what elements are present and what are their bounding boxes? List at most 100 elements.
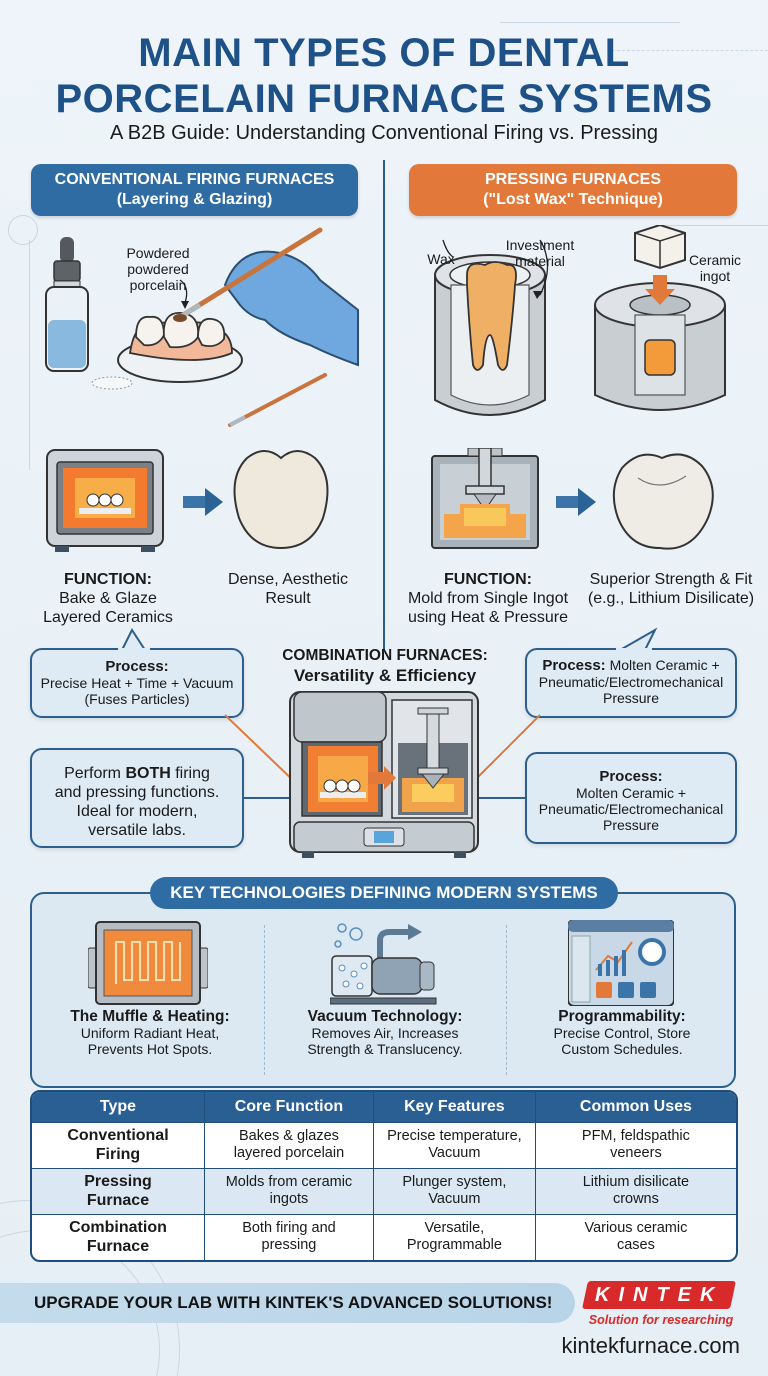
label-wax: Wax	[427, 251, 455, 267]
lost-wax-illustration	[434, 225, 726, 416]
callout-line: and pressing functions.	[54, 784, 220, 801]
right-arrow-icon	[556, 488, 596, 516]
page-subtitle: A B2B Guide: Understanding Conventional …	[109, 122, 659, 144]
polished-tooth-icon	[233, 450, 329, 550]
callout-line: Precise Heat + Time + Vacuum	[40, 675, 234, 691]
label-line: ingot	[699, 268, 731, 284]
key-technologies-header: KEY TECHNOLOGIES DEFINING MODERN SYSTEMS	[150, 877, 618, 909]
callout-text: Molten Ceramic +	[605, 657, 720, 673]
callout-conventional-process: Process: Precise Heat + Time + Vacuum (F…	[30, 648, 244, 718]
dashboard-screen-icon	[568, 920, 674, 1006]
label-ceramic-ingot: Ceramic ingot	[680, 252, 750, 284]
column-separator	[506, 925, 507, 1075]
conventional-function: FUNCTION: Bake & Glaze Layered Ceramics	[28, 570, 188, 627]
right-arrow-icon	[183, 488, 223, 516]
callout-line: Pressure	[602, 817, 660, 833]
label-line: porcelain	[129, 277, 187, 293]
comparison-table: Type Core Function Key Features Common U…	[30, 1090, 738, 1262]
blueprint-line	[0, 240, 30, 470]
cell-key-features: Versatile,Programmable	[373, 1213, 536, 1260]
function-title: FUNCTION:	[444, 571, 532, 588]
tech-title: The Muffle & Heating:	[70, 1008, 230, 1025]
title-line-2: PORCELAIN FURNACE SYSTEMS	[55, 77, 713, 121]
column-separator	[264, 925, 265, 1075]
blueprint-line	[500, 22, 680, 23]
liquid-bottle-icon	[45, 237, 89, 372]
tech-desc: Uniform Radiant Heat,	[80, 1025, 220, 1041]
callout-line: Pressure	[602, 690, 660, 706]
press-plunger-icon	[431, 448, 539, 549]
label-investment-material: Investment material	[490, 237, 590, 269]
control-display	[374, 831, 394, 843]
down-arrow-icon	[653, 275, 667, 289]
tech-title: Programmability:	[558, 1008, 686, 1025]
callout-line: Ideal for modern,	[76, 803, 198, 820]
tech-desc: Precise Control, Store	[553, 1025, 691, 1041]
kintek-logo[interactable]: KINTEK	[582, 1281, 736, 1309]
label-line: Powdered	[126, 245, 190, 261]
callout-line: Molten Ceramic +	[575, 785, 687, 801]
pressing-furnace-flow	[431, 448, 714, 550]
investment-ring-icon	[434, 254, 546, 416]
combination-title-line-1: COMBINATION FURNACES:	[282, 647, 488, 664]
tech-desc: Removes Air, Increases	[311, 1025, 459, 1041]
column-header-core-function: Core Function	[204, 1092, 374, 1122]
column-header-key-features: Key Features	[373, 1092, 536, 1122]
muffle-heating-icon	[88, 921, 208, 1005]
callout-combination-summary: Perform BOTH firing and pressing functio…	[30, 748, 244, 848]
label-line: powdered	[127, 261, 189, 277]
callout-line: (Fuses Particles)	[84, 691, 190, 707]
section-divider	[383, 160, 385, 650]
conventional-result: Dense, Aesthetic Result	[208, 570, 368, 608]
tech-desc: Strength & Translucency.	[307, 1041, 463, 1057]
firing-furnace-icon	[46, 449, 164, 552]
logo-tagline: Solution for researching	[588, 1313, 734, 1327]
label-line: Investment	[505, 237, 575, 253]
result-line: Superior Strength & Fit	[589, 571, 753, 588]
function-line: Mold from Single Ingot	[407, 590, 569, 607]
website-link[interactable]: kintekfurnace.com	[561, 1333, 740, 1358]
crown-tooth-icon	[612, 453, 714, 550]
pressing-function: FUNCTION: Mold from Single Ingot using H…	[398, 570, 578, 627]
pressing-result: Superior Strength & Fit (e.g., Lithium D…	[576, 570, 766, 608]
pressing-header-subtitle: ("Lost Wax" Technique)	[483, 191, 663, 208]
callout-emphasis: BOTH	[125, 765, 171, 782]
layering-illustration	[45, 227, 359, 427]
result-line: (e.g., Lithium Disilicate)	[587, 590, 755, 607]
callout-title: Process:	[105, 658, 169, 675]
combination-title: COMBINATION FURNACES: Versatility & Effi…	[260, 646, 510, 686]
blueprint-line	[612, 50, 768, 51]
function-line: Bake & Glaze	[59, 590, 157, 607]
callout-title: Process:	[542, 657, 606, 674]
page-title: MAIN TYPES OF DENTAL PORCELAIN FURNACE S…	[0, 30, 768, 122]
function-title: FUNCTION:	[64, 571, 152, 588]
conventional-header-title: CONVENTIONAL FIRING FURNACES	[54, 171, 335, 188]
callout-pressing-process-2: Process: Molten Ceramic + Pneumatic/Elec…	[525, 752, 737, 844]
tech-muffle-heating: The Muffle & Heating: Uniform Radiant He…	[40, 1008, 260, 1058]
tech-desc: Custom Schedules.	[561, 1041, 683, 1057]
function-line: using Heat & Pressure	[407, 609, 569, 626]
callout-line: Pneumatic/Electromechanical	[538, 674, 724, 690]
logo-text: KINTEK	[594, 1284, 724, 1306]
callout-line: versatile labs.	[88, 822, 186, 839]
pressing-header-title: PRESSING FURNACES	[484, 171, 662, 188]
cta-banner[interactable]: UPGRADE YOUR LAB WITH KINTEK'S ADVANCED …	[0, 1283, 575, 1323]
combination-title-line-2: Versatility & Efficiency	[293, 666, 477, 685]
label-line: Ceramic	[688, 252, 742, 268]
label-powdered-porcelain: Powdered powdered porcelain	[108, 245, 208, 293]
conventional-header: CONVENTIONAL FIRING FURNACES (Layering &…	[31, 164, 358, 216]
tech-title: Vacuum Technology:	[307, 1008, 463, 1025]
blueprint-circle	[8, 215, 38, 245]
conventional-header-subtitle: (Layering & Glazing)	[116, 191, 273, 208]
result-line: Dense, Aesthetic	[227, 571, 349, 588]
conventional-furnace-flow	[46, 449, 329, 552]
